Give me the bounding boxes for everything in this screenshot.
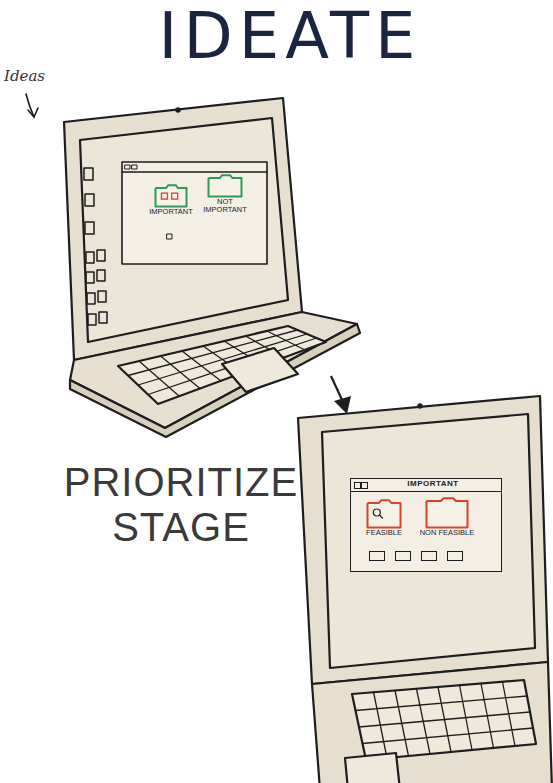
idea-icon	[85, 222, 94, 234]
idea-icon	[99, 312, 107, 323]
folder-outline	[209, 175, 242, 196]
window-button	[132, 165, 137, 169]
app-window	[122, 162, 267, 264]
ideas-pointer	[26, 94, 38, 117]
idea-icon	[84, 168, 93, 180]
keyboard-keys	[356, 682, 534, 758]
folder-node: NOT IMPORTANT	[198, 174, 252, 215]
laptop-bottom	[298, 396, 552, 783]
idea-icon	[87, 293, 95, 304]
search-icon-handle	[379, 515, 383, 519]
keyboard	[118, 326, 326, 404]
idea-icon	[86, 272, 94, 283]
mini-file-icon	[369, 551, 385, 561]
laptop-base	[312, 662, 552, 783]
small-file-icon	[167, 234, 172, 239]
mini-file-icon	[421, 551, 437, 561]
window-button	[361, 482, 368, 489]
idea-icon	[86, 252, 94, 263]
folder-icon	[425, 497, 469, 529]
idea-icon	[97, 270, 105, 281]
mini-file-icon	[395, 551, 411, 561]
stage-label: PRIORITIZE STAGE	[50, 460, 312, 550]
idea-icon	[88, 314, 96, 325]
trackpad	[345, 753, 400, 783]
pointer-arrow-head	[28, 108, 38, 117]
camera-dot	[176, 108, 179, 111]
camera-dot	[418, 404, 421, 407]
folder-node: IMPORTANT	[144, 184, 198, 216]
trackpad	[222, 348, 298, 392]
folder-node: FEASIBLE	[359, 499, 409, 537]
node-label: NOT IMPORTANT	[198, 198, 252, 215]
keyboard	[352, 680, 536, 760]
flow-arrow-head	[334, 396, 351, 414]
folder-icon	[366, 499, 402, 529]
folder-icon	[154, 184, 188, 208]
laptop-lid	[298, 396, 548, 684]
laptop-display	[322, 414, 535, 668]
window-button	[354, 482, 361, 489]
node-label: IMPORTANT	[144, 208, 198, 216]
window-title-bar	[122, 171, 267, 172]
idea-square	[161, 193, 167, 199]
flow-arrow	[331, 376, 351, 414]
title: IDEATE	[150, 0, 430, 74]
idea-icon	[97, 250, 105, 261]
folder-outline	[368, 500, 401, 527]
window-title-holder: IMPORTANT	[369, 480, 497, 489]
node-label: IMPORTANT	[369, 480, 497, 489]
folder-outline	[427, 498, 468, 527]
folder-outline	[156, 185, 187, 206]
idea-icon	[85, 194, 94, 206]
mini-file-icon	[447, 551, 463, 561]
folder-node: NON FEASIBLE	[415, 497, 479, 537]
search-icon	[373, 509, 380, 516]
folder-icon	[207, 174, 243, 198]
idea-icon	[98, 291, 106, 302]
node-label: NON FEASIBLE	[415, 529, 479, 537]
keyboard-keys	[128, 330, 317, 396]
idea-square	[172, 193, 178, 199]
window-title-bar: IMPORTANT	[351, 479, 501, 492]
window-button	[125, 165, 130, 169]
laptop-display	[80, 118, 288, 342]
node-label: FEASIBLE	[359, 529, 409, 537]
flow-arrow-shaft	[331, 376, 343, 402]
laptop-top	[64, 98, 360, 437]
sidebar-icons	[84, 168, 107, 325]
note-label: Ideas	[4, 68, 60, 85]
app-window: IMPORTANT FEASIBLE NON FEASIBLE	[350, 478, 502, 572]
